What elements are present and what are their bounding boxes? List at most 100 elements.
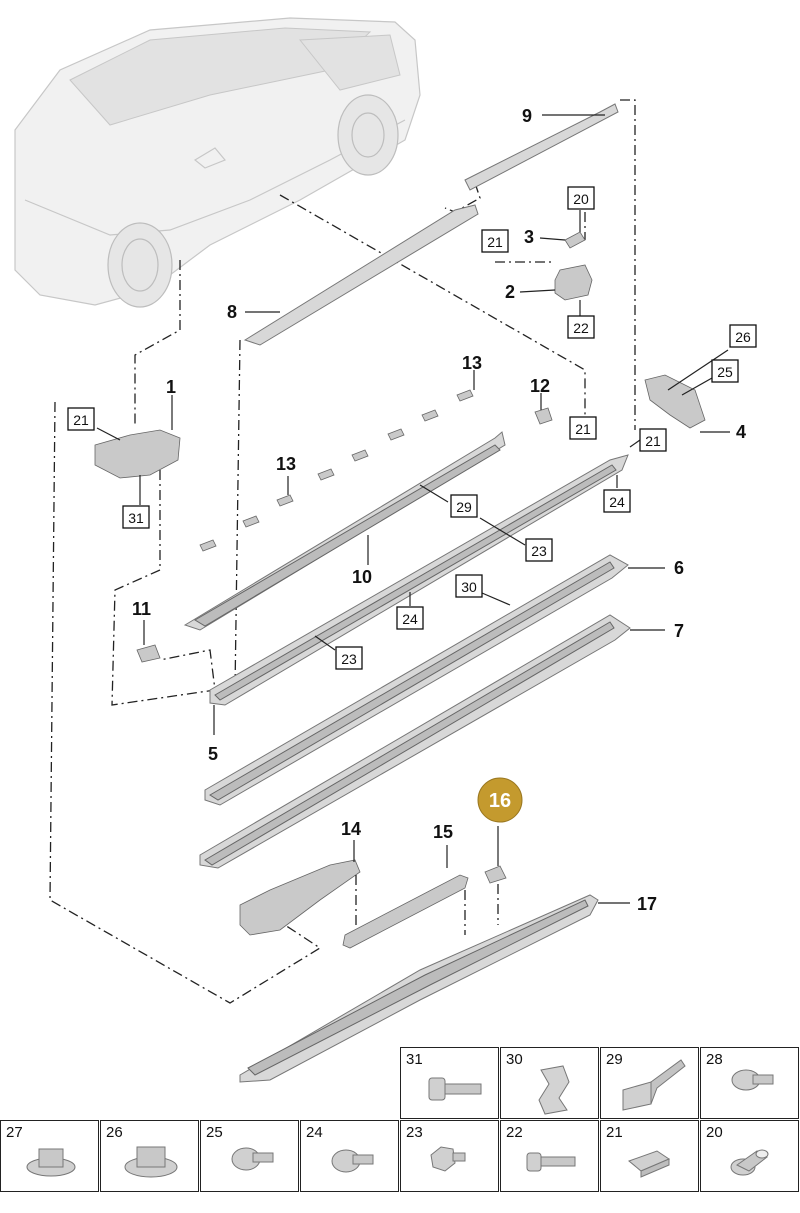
ref-box-23b: 23 (335, 646, 363, 670)
svg-text:24: 24 (402, 611, 418, 627)
legend-cell-29[interactable]: 29 (600, 1047, 699, 1119)
part-14-trim-piece: 14 (239, 819, 361, 936)
svg-text:21: 21 (575, 421, 591, 437)
legend-number: 28 (706, 1051, 723, 1068)
part-label-3: 3 (524, 227, 534, 247)
legend-cell-31[interactable]: 31 (400, 1047, 499, 1119)
svg-text:26: 26 (735, 329, 751, 345)
svg-text:21: 21 (73, 412, 89, 428)
ref-box-21d: 21 (639, 428, 667, 452)
legend-cell-28[interactable]: 28 (700, 1047, 799, 1119)
legend-cell-20[interactable]: 20 (700, 1120, 799, 1192)
highlight-badge-16[interactable]: 16 (477, 777, 523, 823)
part-label-4: 4 (736, 422, 746, 442)
rivet-nut-icon (730, 1149, 769, 1176)
legend-number: 30 (506, 1051, 523, 1068)
hex-bolt-icon (430, 1146, 466, 1172)
legend-number: 31 (406, 1051, 423, 1068)
ref-box-22: 22 (567, 315, 595, 339)
ref-box-26: 26 (729, 324, 757, 348)
ref-box-30: 30 (455, 574, 483, 598)
screw-icon (331, 1149, 374, 1173)
flange-nut-icon (124, 1146, 178, 1178)
part-4-bracket: 4 (644, 349, 746, 442)
bracket-icon (622, 1059, 686, 1111)
legend-number: 26 (106, 1124, 123, 1141)
legend-cell-27[interactable]: 27 (0, 1120, 99, 1192)
part-label-13b: 13 (276, 454, 296, 474)
ref-box-20: 20 (567, 186, 595, 210)
assembly-connector-lines (49, 99, 636, 1004)
ref-box-24a: 24 (603, 489, 631, 513)
part-label-1: 1 (166, 377, 176, 397)
part-17-underbody-panel: 17 (239, 894, 657, 1083)
part-label-10: 10 (352, 567, 372, 587)
legend-cell-22[interactable]: 22 (500, 1120, 599, 1192)
screw-icon (231, 1147, 274, 1171)
part-2-bracket: 2 (505, 264, 593, 302)
part-label-17: 17 (637, 894, 657, 914)
part-7-sill-trim: 7 (199, 614, 684, 869)
fastener-legend: 31 30 29 28 27 26 (0, 1047, 800, 1193)
part-label-9: 9 (522, 106, 532, 126)
legend-number: 24 (306, 1124, 323, 1141)
legend-number: 21 (606, 1124, 623, 1141)
flange-nut-icon (26, 1148, 76, 1177)
reference-leader-lines (139, 210, 641, 651)
part-6-sill-trim: 6 (204, 554, 684, 806)
part-1-bracket: 1 (94, 377, 181, 479)
ref-box-24b: 24 (396, 606, 424, 630)
ref-box-25: 25 (711, 359, 739, 383)
legend-cell-30[interactable]: 30 (500, 1047, 599, 1119)
legend-cell-23[interactable]: 23 (400, 1120, 499, 1192)
part-5-sill-trim: 5 (208, 454, 629, 764)
legend-cell-25[interactable]: 25 (200, 1120, 299, 1192)
part-13-clips: 13 13 (199, 353, 482, 552)
legend-number: 20 (706, 1124, 723, 1141)
ref-box-21c: 21 (569, 416, 597, 440)
part-10-rail: 10 (183, 431, 506, 631)
svg-text:21: 21 (487, 234, 503, 250)
svg-text:31: 31 (128, 510, 144, 526)
part-3-clip: 3 (524, 227, 586, 249)
legend-number: 25 (206, 1124, 223, 1141)
part-label-6: 6 (674, 558, 684, 578)
part-label-15: 15 (433, 822, 453, 842)
part-label-13a: 13 (462, 353, 482, 373)
screw-icon (731, 1069, 774, 1091)
part-9-roof-trim: 9 (464, 103, 619, 191)
svg-text:30: 30 (461, 579, 477, 595)
part-15-trim-piece: 15 (342, 822, 469, 949)
bolt-icon (428, 1077, 482, 1101)
svg-text:29: 29 (456, 499, 472, 515)
ref-box-21a: 21 (481, 229, 509, 253)
svg-text:24: 24 (609, 494, 625, 510)
svg-text:22: 22 (573, 320, 589, 336)
legend-number: 23 (406, 1124, 423, 1141)
ref-box-31: 31 (122, 505, 150, 529)
clip-nut-icon (628, 1150, 671, 1178)
part-8-roof-trim: 8 (227, 204, 479, 346)
part-12-clip: 12 (530, 376, 553, 425)
part-label-11: 11 (132, 599, 151, 619)
part-11-clip: 11 (132, 599, 161, 663)
legend-cell-26[interactable]: 26 (100, 1120, 199, 1192)
part-label-8: 8 (227, 302, 237, 322)
vehicle-illustration (14, 17, 421, 308)
legend-cell-21[interactable]: 21 (600, 1120, 699, 1192)
svg-text:23: 23 (531, 543, 547, 559)
part-label-5: 5 (208, 744, 218, 764)
highlight-label-16: 16 (489, 790, 511, 812)
svg-text:25: 25 (717, 364, 733, 380)
legend-number: 27 (6, 1124, 23, 1141)
part-label-14: 14 (341, 819, 361, 839)
svg-text:23: 23 (341, 651, 357, 667)
part-label-12: 12 (530, 376, 550, 396)
legend-number: 22 (506, 1124, 523, 1141)
legend-number: 29 (606, 1051, 623, 1068)
ref-box-21b: 21 (67, 407, 95, 431)
legend-cell-24[interactable]: 24 (300, 1120, 399, 1192)
part-16-clip: 16 (477, 777, 523, 925)
svg-text:21: 21 (645, 433, 661, 449)
